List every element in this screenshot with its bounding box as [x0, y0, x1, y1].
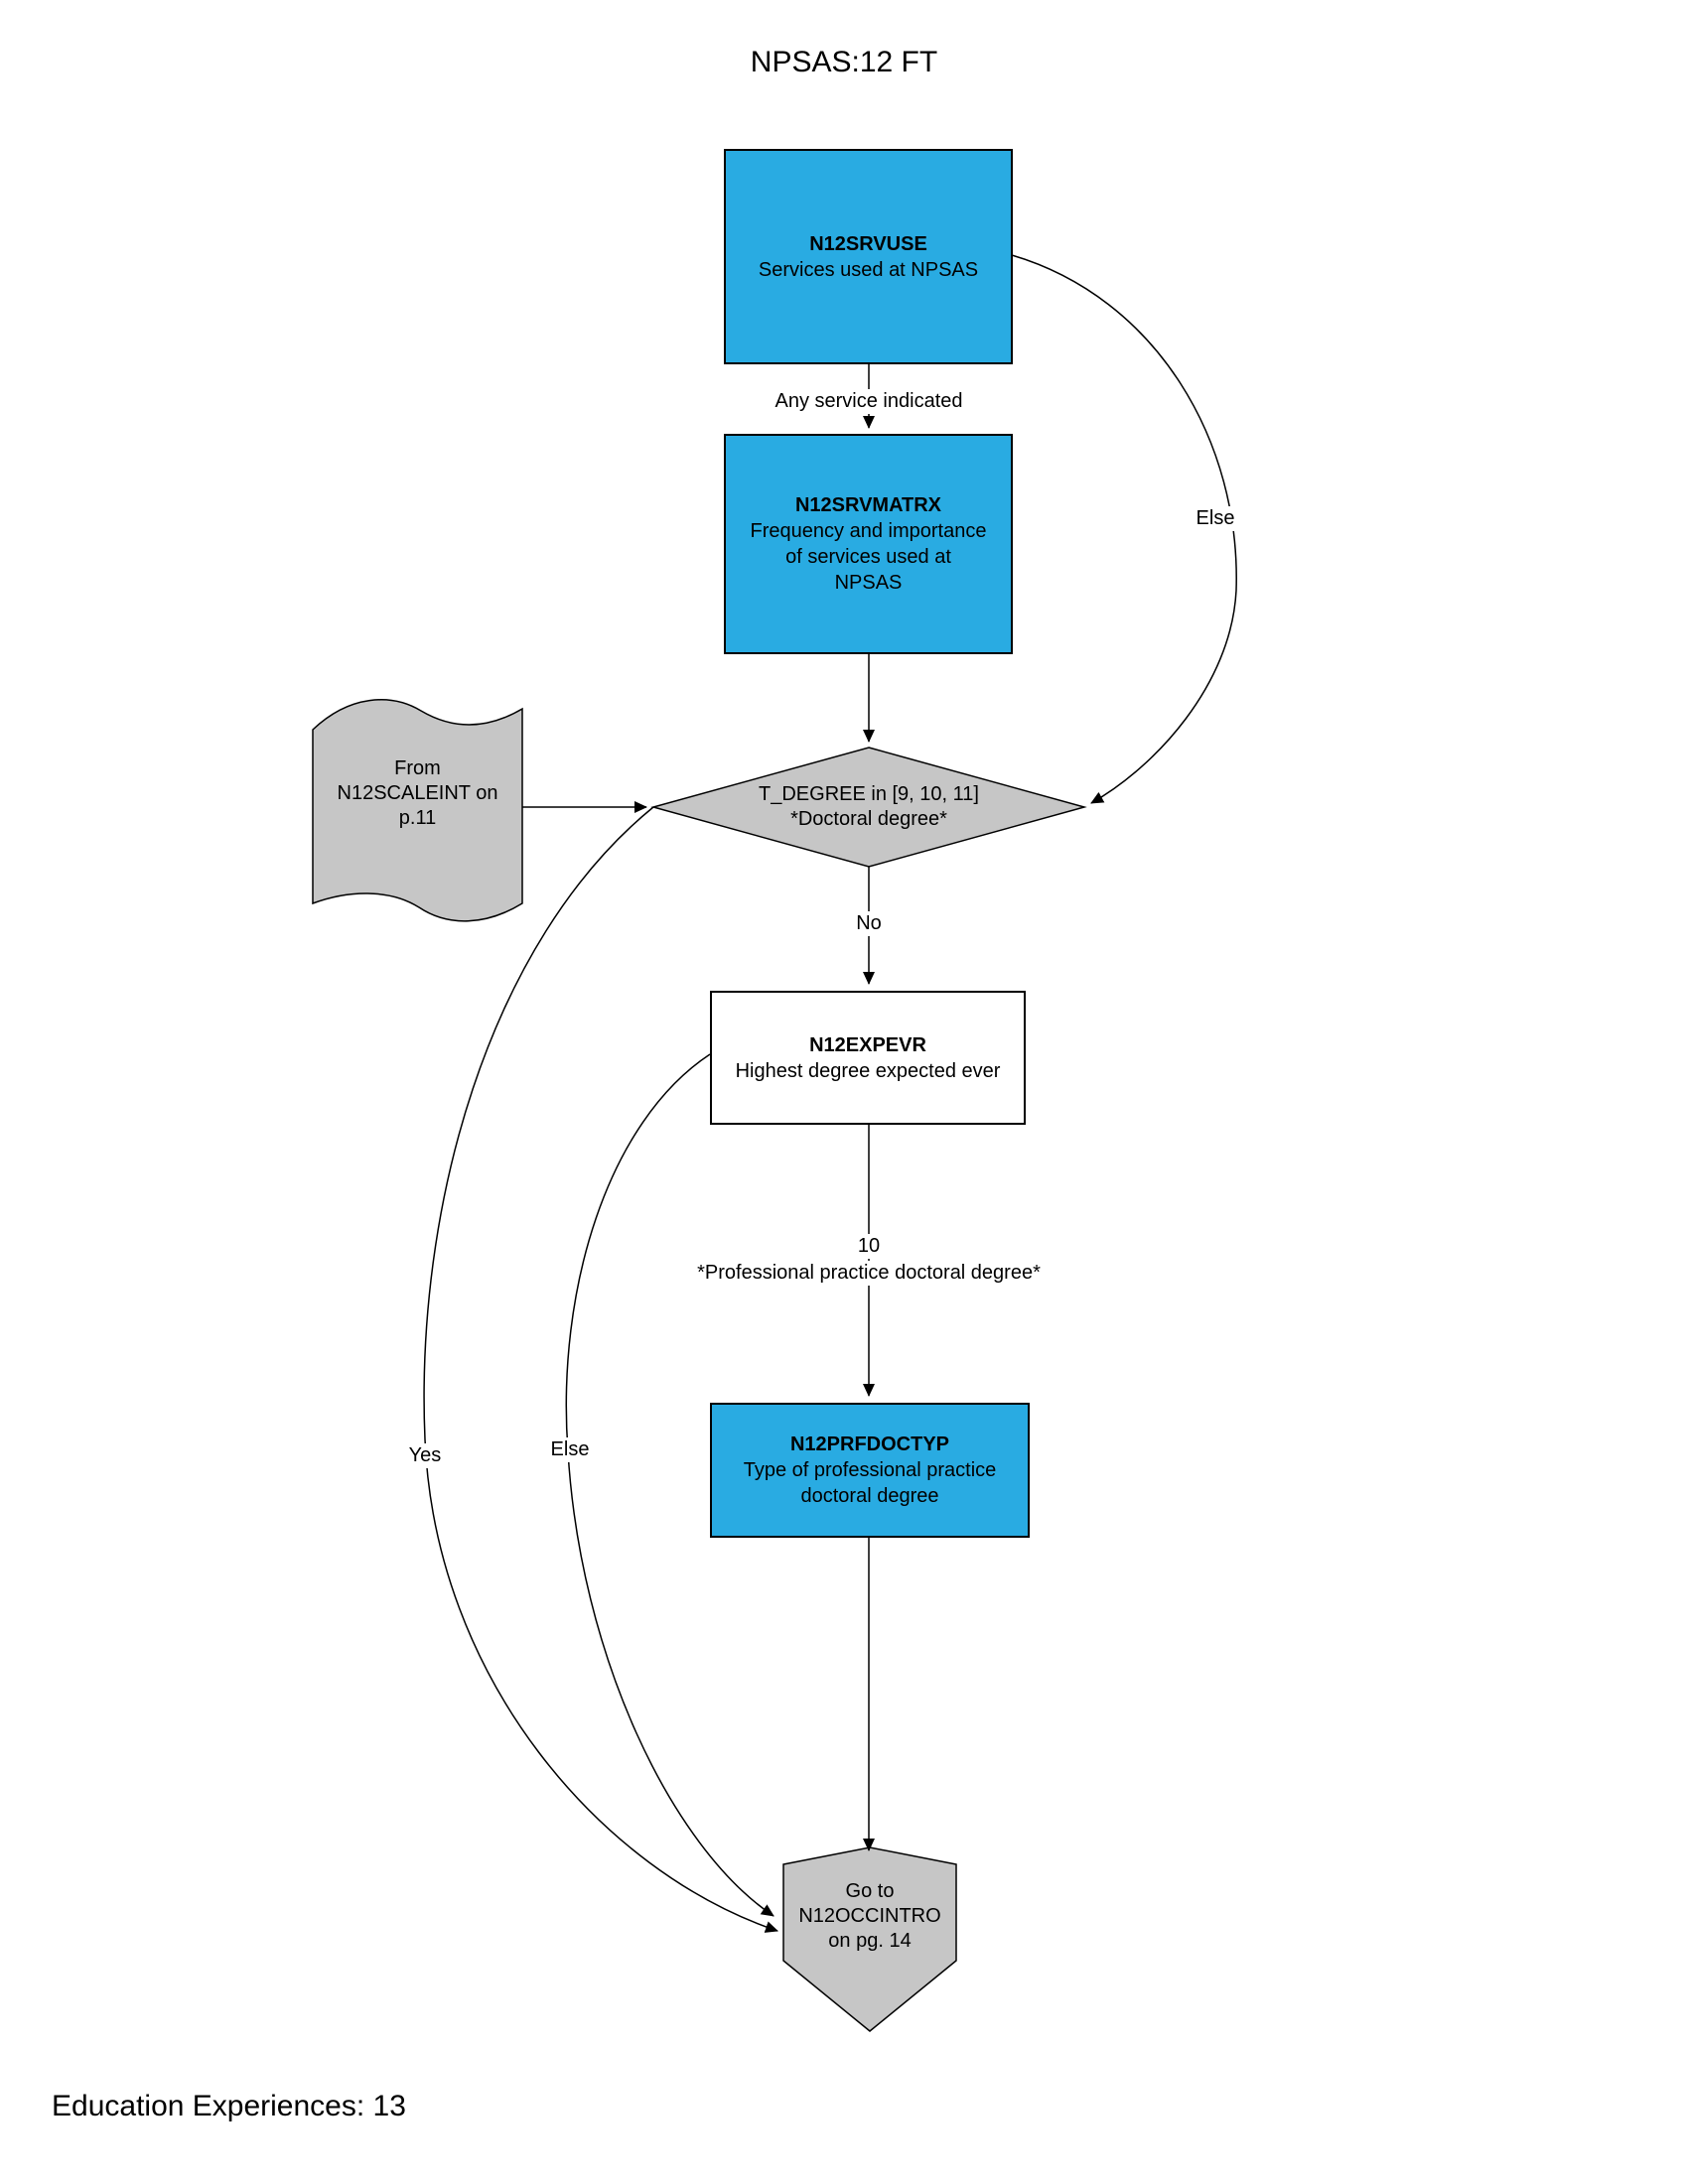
node-n12srvmatrx-desc: Frequency and importance of services use… [750, 520, 987, 594]
edge-label-yes: Yes [400, 1443, 450, 1468]
offpage-goto-line1: Go to [845, 1880, 895, 1902]
node-n12srvuse: N12SRVUSE Services used at NPSAS [724, 149, 1013, 364]
edge-label-no: No [848, 911, 890, 936]
edge-label-prof-practice: *Professional practice doctoral degree* [689, 1261, 1049, 1286]
offpage-from-line1: From [394, 757, 441, 779]
node-n12prfdoctyp: N12PRFDOCTYP Type of professional practi… [710, 1403, 1030, 1538]
node-n12srvmatrx-title: N12SRVMATRX [794, 494, 942, 516]
offpage-from-text: From N12SCALEINT on p.11 [313, 756, 522, 831]
offpage-goto-line3: on pg. 14 [828, 1930, 912, 1952]
node-n12prfdoctyp-title: N12PRFDOCTYP [789, 1433, 950, 1455]
edge-label-any-service: Any service indicated [767, 389, 971, 414]
node-n12expevr-title: N12EXPEVR [809, 1033, 926, 1056]
node-n12srvmatrx: N12SRVMATRX Frequency and importance of … [724, 434, 1013, 654]
offpage-from-line2: N12SCALEINT on [337, 782, 498, 804]
decision-diamond-text: T_DEGREE in [9, 10, 11] *Doctoral degree… [653, 782, 1084, 832]
offpage-from-shape [312, 699, 523, 922]
edge-label-else-bottom: Else [542, 1437, 598, 1462]
offpage-goto-line2: N12OCCINTRO [798, 1905, 941, 1927]
page-footer: Education Experiences: 13 [52, 2090, 406, 2122]
node-n12prfdoctyp-desc: Type of professional practice doctoral d… [743, 1459, 997, 1507]
node-n12expevr-desc: Highest degree expected ever [735, 1059, 1001, 1082]
curve-yes [423, 806, 778, 1933]
node-n12expevr: N12EXPEVR Highest degree expected ever [710, 991, 1026, 1125]
node-n12srvuse-title: N12SRVUSE [809, 232, 927, 255]
page-title: NPSAS:12 FT [750, 46, 938, 78]
node-n12srvuse-desc: Services used at NPSAS [758, 258, 979, 281]
edge-label-else-top: Else [1188, 506, 1243, 531]
decision-condition: T_DEGREE in [9, 10, 11] [759, 783, 979, 805]
decision-note: *Doctoral degree* [790, 808, 947, 830]
edge-label-10: 10 [849, 1234, 889, 1259]
curve-else-top [1011, 254, 1237, 804]
offpage-goto-text: Go to N12OCCINTRO on pg. 14 [783, 1879, 956, 1954]
offpage-from-line3: p.11 [398, 807, 437, 829]
